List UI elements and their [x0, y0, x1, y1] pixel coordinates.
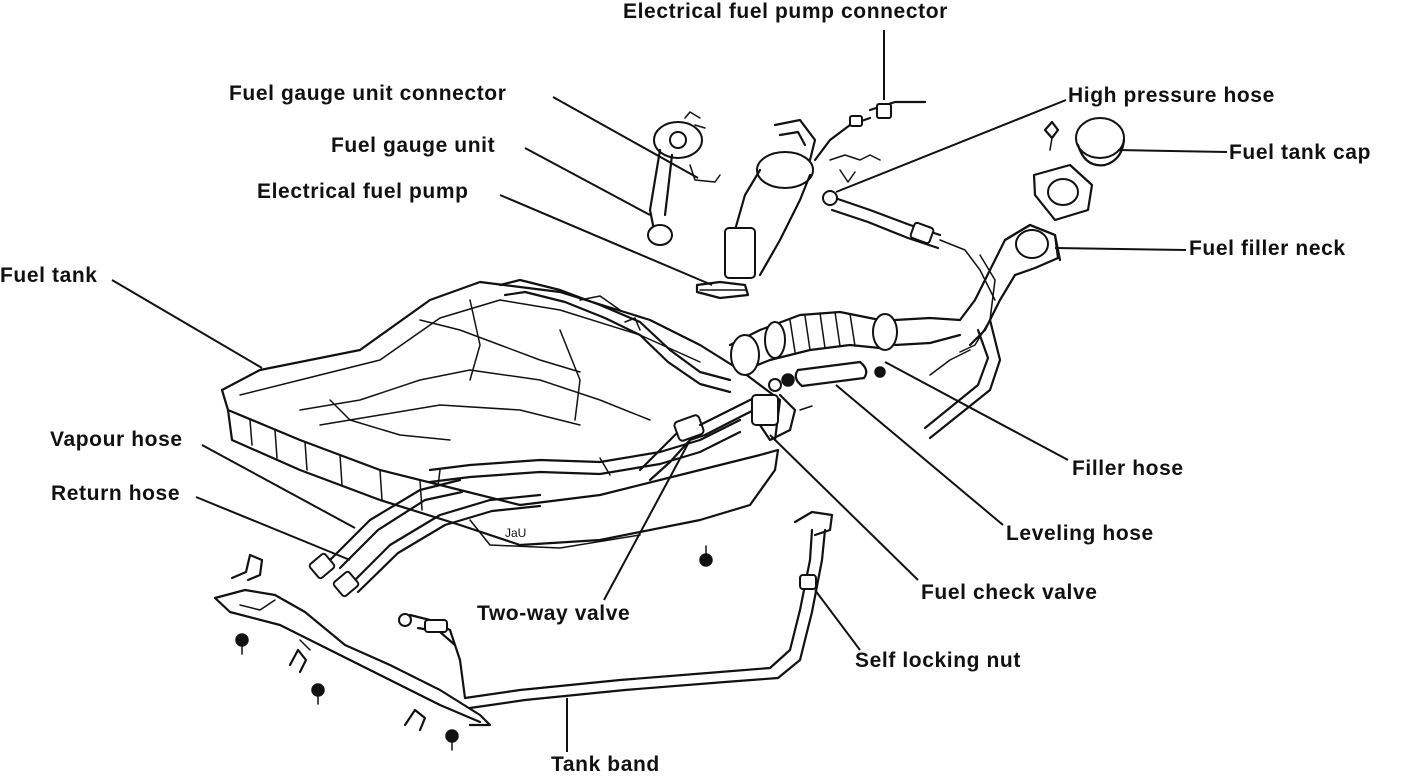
leader-return-hose — [195, 496, 351, 561]
label-tank-band: Tank band — [551, 753, 660, 776]
leader-electrical-fuel-pump — [499, 194, 713, 286]
tank-band-drawing — [213, 510, 834, 751]
leader-high-pressure-hose — [835, 99, 1067, 193]
fuel-tank-cap-drawing — [1032, 117, 1126, 222]
label-return-hose: Return hose — [51, 482, 181, 505]
leader-fuel-filler-neck — [1054, 247, 1187, 251]
label-leveling-hose: Leveling hose — [1006, 522, 1154, 545]
two-way-valve-drawing — [638, 393, 764, 482]
label-filler-hose: Filler hose — [1072, 457, 1184, 480]
fuel-gauge-unit-drawing — [647, 111, 721, 246]
leader-fuel-check-valve — [769, 434, 919, 581]
leader-fuel-gauge-unit — [524, 147, 651, 216]
leader-fuel-tank — [111, 279, 263, 369]
label-vapour-hose: Vapour hose — [50, 428, 183, 451]
tank-piping — [428, 278, 742, 487]
leader-fuel-tank-cap — [1117, 149, 1228, 153]
label-high-pressure-hose: High pressure hose — [1068, 84, 1275, 107]
leader-two-way-valve — [603, 439, 691, 601]
label-self-locking-nut: Self locking nut — [855, 649, 1021, 672]
front-hoses — [308, 478, 542, 598]
high-pressure-hose-drawing — [822, 190, 996, 301]
leader-lines — [111, 30, 1228, 752]
label-fuel-tank: Fuel tank — [0, 264, 98, 287]
fuel-pump-assembly-drawing — [695, 100, 927, 300]
leader-vapour-hose — [201, 444, 356, 529]
label-electrical-fuel-pump-connector: Electrical fuel pump connector — [623, 0, 948, 23]
label-fuel-tank-cap: Fuel tank cap — [1229, 141, 1372, 164]
filler-hose-drawing — [728, 310, 962, 376]
label-fuel-filler-neck: Fuel filler neck — [1189, 237, 1346, 260]
fuel-tank-drawing: JaU — [220, 280, 782, 549]
label-fuel-check-valve: Fuel check valve — [921, 581, 1098, 604]
leveling-hose-drawing — [781, 360, 886, 388]
label-electrical-fuel-pump: Electrical fuel pump — [257, 180, 469, 203]
leader-self-locking-nut — [814, 589, 861, 651]
label-fuel-gauge-unit-connector: Fuel gauge unit connector — [229, 82, 507, 105]
leader-fuel-gauge-unit-connector — [552, 96, 699, 179]
label-fuel-gauge-unit: Fuel gauge unit — [331, 134, 496, 157]
leader-filler-hose — [884, 361, 1069, 461]
leader-leveling-hose — [835, 384, 1004, 526]
label-two-way-valve: Two-way valve — [477, 602, 631, 625]
svg-text:JaU: JaU — [505, 526, 526, 540]
fuel-check-valve-drawing — [751, 378, 813, 442]
fuel-filler-neck-drawing — [923, 223, 1062, 440]
